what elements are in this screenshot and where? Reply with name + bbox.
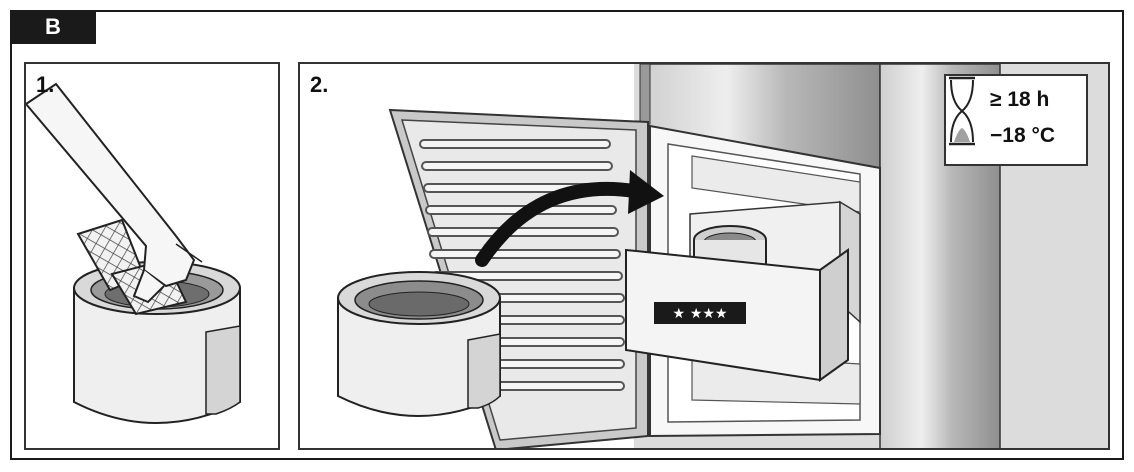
star-rating-text: ★ ★★★ [672, 306, 727, 322]
freeze-temperature: −18 °C [990, 124, 1056, 147]
freezing-spec-box: ≥ 18 h −18 °C [944, 74, 1088, 166]
step-2-panel: 2. [298, 62, 1110, 450]
step-1-panel: 1. [24, 62, 280, 450]
ice-cream-bowl [337, 271, 501, 417]
hand [26, 82, 203, 304]
step-2-illustration: ★ ★★★ [337, 64, 1108, 448]
hourglass-icon [949, 76, 975, 146]
freeze-duration: ≥ 18 h [990, 88, 1050, 111]
step-2-number: 2. [310, 72, 329, 97]
curved-arrow-icon [475, 170, 664, 267]
star-rating-label [654, 302, 746, 324]
step-1-illustration [26, 82, 241, 424]
freezer-drawer: ★ ★★★ [625, 200, 861, 382]
step-1-number: 1. [36, 72, 55, 97]
section-label: B [10, 10, 96, 44]
